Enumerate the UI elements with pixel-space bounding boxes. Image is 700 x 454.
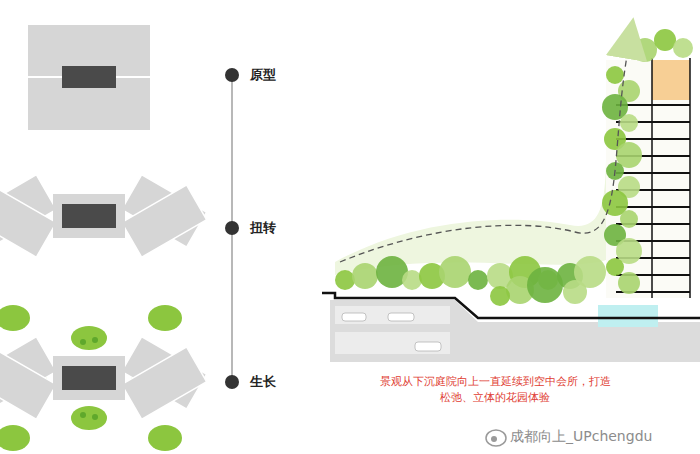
section-drawing <box>322 29 700 362</box>
prototype-plan <box>28 25 150 130</box>
grown-plan <box>0 305 207 451</box>
floor-slab <box>616 138 690 140</box>
tree <box>633 38 657 62</box>
tree <box>673 38 693 58</box>
tree <box>620 210 638 228</box>
tree <box>468 270 488 290</box>
stage-label: 原型 <box>250 66 276 84</box>
twisted-plan <box>0 175 207 257</box>
stage-label: 生长 <box>250 373 276 391</box>
tree <box>490 286 510 306</box>
tree <box>527 267 563 303</box>
floor-slab <box>616 172 690 174</box>
tree <box>563 280 587 304</box>
tree <box>606 258 624 276</box>
stage-label: 扭转 <box>250 219 276 237</box>
tree <box>439 256 471 288</box>
tree <box>654 29 676 51</box>
tree <box>335 270 355 290</box>
tree <box>620 114 638 132</box>
tree <box>352 263 378 289</box>
tree <box>618 272 640 294</box>
tree <box>402 270 422 290</box>
timeline <box>225 68 239 389</box>
note-text: 景观从下沉庭院向上一直延续到空中会所，打造 松弛、立体的花园体验 <box>376 374 614 406</box>
weibo-icon <box>486 430 506 446</box>
tree <box>606 66 624 84</box>
watermark: 成都向上_UPchengdu <box>510 428 652 446</box>
